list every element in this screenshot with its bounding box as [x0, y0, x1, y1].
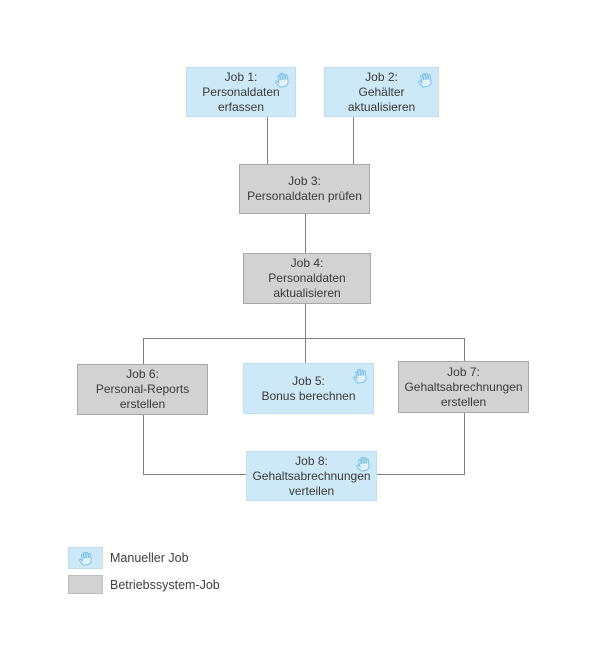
job-node-label-line: Gehälter [358, 84, 405, 99]
connector-job2-job3 [353, 117, 354, 164]
job-node-label-line: erstellen [440, 394, 487, 409]
job-node-label-line: Bonus berechnen [261, 388, 356, 403]
connector-job7-down [464, 413, 465, 475]
job-node-label-line: Job 5: [292, 373, 325, 388]
job-node-5[interactable]: Job 5: Bonus berechnen [243, 363, 374, 414]
legend-manual-swatch [68, 547, 103, 569]
job-node-label-line: Job 1: [224, 69, 258, 84]
job-node-label-line: Personaldaten prüfen [247, 189, 362, 203]
legend-system-swatch [68, 575, 103, 594]
job-node-4[interactable]: Job 4: Personaldaten aktualisieren [243, 253, 371, 304]
job-node-label-line: aktualisieren [347, 99, 416, 114]
job-node-7[interactable]: Job 7: Gehaltsabrechnungen erstellen [398, 361, 529, 413]
job-node-label-line: Job 2: [365, 69, 398, 84]
job-node-3[interactable]: Job 3: Personaldaten prüfen [239, 164, 370, 214]
hand-icon [353, 368, 367, 384]
connector-job4-branch [305, 304, 306, 338]
connector-job6-down [143, 415, 144, 475]
job-node-6[interactable]: Job 6: Personal-Reports erstellen [77, 364, 208, 415]
job-node-label-line: Gehaltsabrechnungen [252, 468, 371, 483]
job-node-label-line: verteilen [288, 483, 335, 498]
job-node-8[interactable]: Job 8: Gehaltsabrechnungen verteilen [246, 451, 377, 501]
job-node-label-line: Gehaltsabrechnungen [404, 379, 523, 394]
hand-icon [356, 456, 370, 472]
connector-bus-job7 [464, 338, 465, 361]
connector-bus-job6 [143, 338, 144, 364]
connector-branch-bus [143, 338, 465, 339]
job-node-label-line: Personaldaten [268, 271, 346, 285]
connector-job6-job8 [143, 474, 246, 475]
job-node-label-line: Job 4: [290, 256, 324, 270]
job-node-label-line: Personaldaten [202, 84, 280, 99]
job-node-label-line: Personal-Reports [95, 382, 190, 396]
job-node-label-line: aktualisieren [273, 286, 341, 300]
connector-job1-job3 [267, 117, 268, 164]
hand-icon [79, 551, 92, 566]
connector-job7-job8 [377, 474, 465, 475]
job-node-label-line: Job 6: [126, 367, 159, 381]
legend-manual-label: Manueller Job [110, 551, 189, 565]
job-node-label-line: erstellen [119, 397, 166, 411]
legend-system-label: Betriebssystem-Job [110, 577, 220, 592]
job-node-2[interactable]: Job 2: Gehälter aktualisieren [324, 67, 439, 117]
job-node-1[interactable]: Job 1: Personaldaten erfassen [186, 67, 296, 117]
job-node-label-line: Job 7: [447, 364, 480, 379]
job-node-label-line: Job 3: [288, 174, 321, 188]
hand-icon [418, 72, 432, 88]
connector-job3-job4 [305, 214, 306, 253]
hand-icon [275, 72, 289, 88]
job-node-label-line: erfassen [217, 99, 265, 114]
connector-bus-job5 [305, 338, 306, 363]
job-node-label-line: Job 8: [295, 453, 328, 468]
